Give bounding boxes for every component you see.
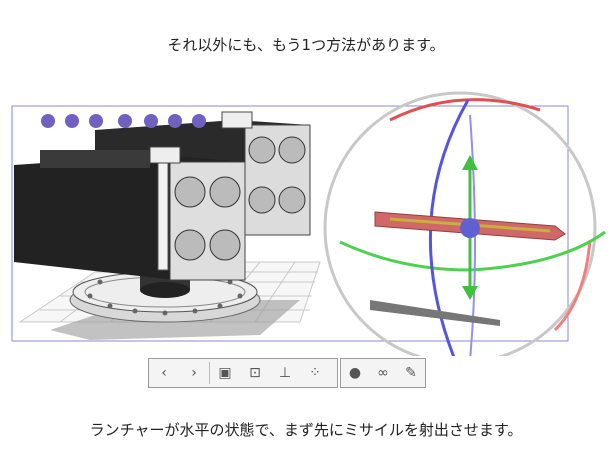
rotate-3d-icon (144, 114, 158, 128)
missile-model (374, 211, 566, 241)
move-icon (65, 114, 79, 128)
toolbar-separator (209, 362, 210, 384)
caption-bottom: ランチャーが水平の状態で、まず先にミサイルを射出させます。 (89, 421, 523, 439)
link-icon[interactable]: ∞ (377, 365, 389, 381)
ground-icon[interactable]: ⊥ (278, 365, 292, 381)
caption-top: それ以外にも、もう1つ方法があります。 (167, 36, 445, 54)
move-all-icon (118, 114, 132, 128)
material-sphere-icon[interactable]: ● (348, 365, 362, 381)
missile-shadow (370, 300, 500, 326)
object-toolbar: ‹ › ▣ ⊡ ⊥ ⁘ (148, 358, 338, 388)
move-gizmo (462, 155, 478, 300)
next-icon[interactable]: › (191, 365, 197, 381)
object-launcher-icons (41, 114, 206, 128)
reset-icon (192, 114, 206, 128)
canvas-frame (11, 105, 569, 342)
pin-icon[interactable]: ✎ (405, 365, 417, 381)
3d-viewport[interactable] (0, 88, 612, 356)
dots-icon[interactable]: ⁘ (309, 365, 321, 381)
prev-icon[interactable]: ‹ (161, 365, 167, 381)
fit-icon[interactable]: ⊡ (249, 365, 261, 381)
material-toolbar: ● ∞ ✎ (340, 358, 426, 388)
camera-icon[interactable]: ▣ (218, 365, 232, 381)
launcher-box-front (14, 146, 246, 281)
rotate-icon (41, 114, 55, 128)
scale-icon (168, 114, 182, 128)
move-vertical-icon (89, 114, 103, 128)
